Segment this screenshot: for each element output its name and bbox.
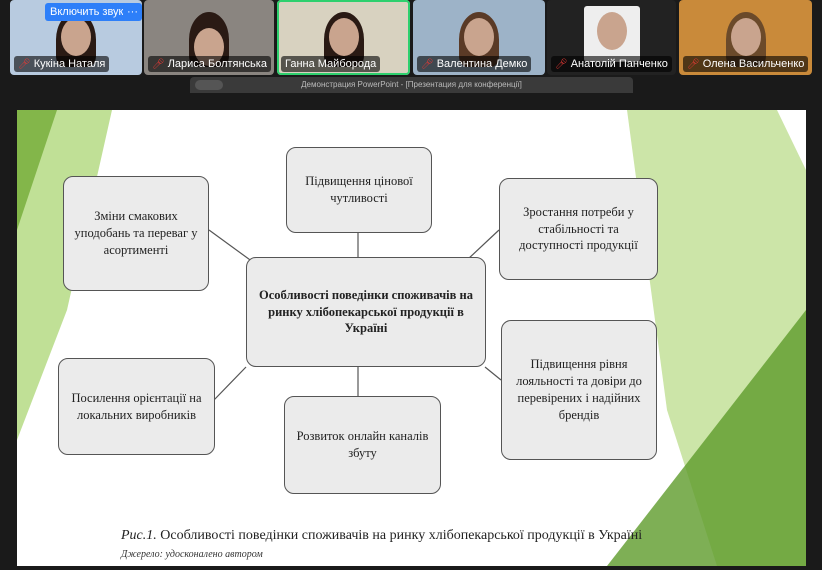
caption-text: Особливості поведінки споживачів на ринк… bbox=[160, 528, 643, 543]
name-label: Ганна Майборода bbox=[285, 58, 377, 70]
name-label: Кукіна Наталя bbox=[33, 58, 106, 70]
participant-name: 🎤︎Олена Васильченко bbox=[683, 56, 809, 72]
participant-face bbox=[730, 18, 761, 56]
participant-face bbox=[464, 18, 494, 56]
green-shape-right-dark bbox=[607, 310, 806, 566]
unmute-button[interactable]: Включить звук bbox=[45, 3, 129, 21]
node-online-channels: Розвиток онлайн каналів збуту bbox=[284, 396, 441, 494]
share-title: Демонстрация PowerPoint - [Презентация д… bbox=[301, 80, 522, 89]
video-tile-active[interactable]: Ганна Майборода bbox=[277, 0, 410, 75]
participant-name: 🎤︎Валентина Демко bbox=[417, 56, 532, 72]
unmute-label: Включить звук bbox=[50, 6, 124, 18]
participant-name: Ганна Майборода bbox=[281, 56, 381, 72]
video-tile[interactable]: 🎤︎Валентина Демко bbox=[413, 0, 545, 75]
participant-name: 🎤︎Анатолій Панченко bbox=[551, 56, 672, 72]
video-tile[interactable]: 🎤︎Анатолій Панченко bbox=[547, 0, 676, 75]
video-tile[interactable]: 🎤︎Олена Васильченко bbox=[679, 0, 812, 75]
participant-name: 🎤︎Кукіна Наталя bbox=[14, 56, 110, 72]
mic-muted-icon: 🎤︎ bbox=[421, 58, 434, 70]
window-button[interactable] bbox=[195, 80, 223, 90]
node-price-sensitivity: Підвищення цінової чутливості bbox=[286, 147, 432, 233]
video-tile[interactable]: 🎤︎Лариса Болтянська bbox=[144, 0, 274, 75]
center-node: Особливості поведінки споживачів на ринк… bbox=[246, 257, 486, 367]
node-brand-loyalty: Підвищення рівня лояльності та довіри до… bbox=[501, 320, 657, 460]
figure-source: Джерело: удосконалено автором bbox=[121, 549, 263, 560]
participant-face bbox=[328, 18, 359, 56]
mic-muted-icon: 🎤︎ bbox=[152, 58, 165, 70]
node-local-producers: Посилення орієнтації на локальних виробн… bbox=[58, 358, 215, 455]
green-shape-left-dark bbox=[17, 110, 57, 230]
share-title-bar: Демонстрация PowerPoint - [Презентация д… bbox=[190, 77, 633, 93]
participant-face bbox=[61, 18, 91, 56]
figure-caption: Рис.1. Особливості поведінки споживачів … bbox=[121, 528, 642, 544]
shared-slide: Підвищення цінової чутливості Зміни смак… bbox=[17, 110, 806, 566]
mic-muted-icon: 🎤︎ bbox=[687, 58, 700, 70]
caption-prefix: Рис.1. bbox=[121, 528, 157, 543]
participant-face bbox=[596, 12, 627, 50]
name-label: Анатолій Панченко bbox=[570, 58, 668, 70]
name-label: Валентина Демко bbox=[436, 58, 528, 70]
node-taste-preferences: Зміни смакових уподобань та переваг у ас… bbox=[63, 176, 209, 291]
node-stability-demand: Зростання потреби у стабільності та дост… bbox=[499, 178, 658, 280]
name-label: Олена Васильченко bbox=[702, 58, 805, 70]
participant-name: 🎤︎Лариса Болтянська bbox=[148, 56, 271, 72]
mic-muted-icon: 🎤︎ bbox=[555, 58, 568, 70]
name-label: Лариса Болтянська bbox=[167, 58, 267, 70]
more-options-button[interactable]: ··· bbox=[123, 3, 142, 21]
mic-muted-icon: 🎤︎ bbox=[18, 58, 31, 70]
